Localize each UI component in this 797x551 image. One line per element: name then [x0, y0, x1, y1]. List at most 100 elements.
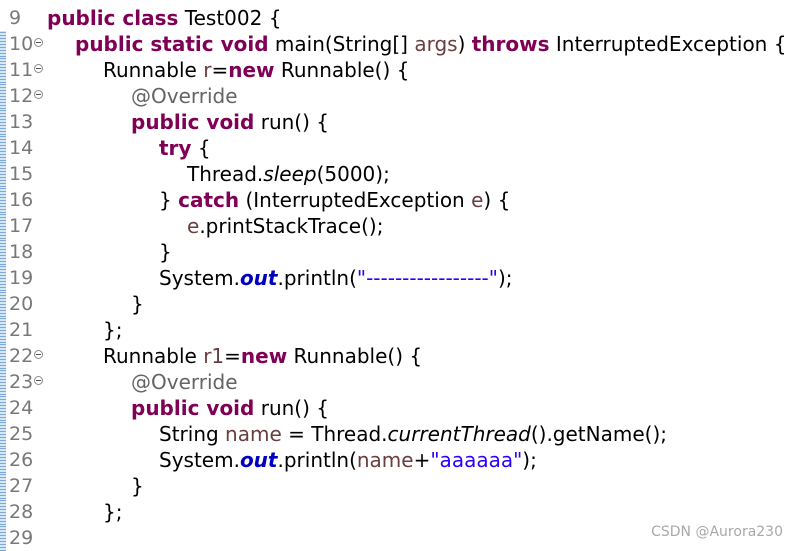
line-number: 26 — [9, 449, 34, 471]
line-number: 15 — [9, 163, 34, 185]
code-token: new — [228, 58, 275, 82]
code-line[interactable]: 28}; — [0, 499, 797, 525]
code-line[interactable]: 14 try { — [0, 135, 797, 161]
code-token: currentThread — [387, 422, 531, 446]
line-number: 10 — [9, 33, 34, 55]
change-marker — [0, 31, 6, 57]
code-token: public — [47, 6, 116, 30]
code-line[interactable]: 13 public void run() { — [0, 109, 797, 135]
code-token: public void — [131, 110, 255, 134]
code-token: r1 — [203, 344, 225, 368]
fold-toggle-icon[interactable] — [34, 350, 43, 359]
change-marker — [0, 57, 6, 83]
code-text: } — [131, 473, 144, 499]
code-token: args — [414, 32, 458, 56]
watermark: CSDN @Aurora230 — [651, 524, 783, 540]
code-line[interactable]: 23@Override — [0, 369, 797, 395]
code-token: main(String[] — [268, 32, 415, 56]
code-line[interactable]: 27} — [0, 473, 797, 499]
code-token: out — [239, 448, 278, 472]
code-line[interactable]: 29 — [0, 525, 797, 551]
fold-toggle-icon[interactable] — [34, 90, 43, 99]
code-token: ) — [457, 32, 472, 56]
code-token: = — [224, 344, 241, 368]
change-marker — [0, 83, 6, 109]
code-token: Test002 { — [178, 6, 282, 30]
code-token: e — [187, 214, 200, 238]
line-number: 27 — [9, 475, 34, 497]
fold-toggle-icon[interactable] — [34, 38, 43, 47]
code-line[interactable]: 21}; — [0, 317, 797, 343]
line-number: 11 — [9, 59, 34, 81]
code-line[interactable]: 20} — [0, 291, 797, 317]
code-token: } — [159, 240, 172, 264]
code-token: public static void — [75, 32, 269, 56]
code-token: run() { — [254, 110, 329, 134]
code-token: Thread. — [187, 162, 264, 186]
code-text: public static void main(String[] args) t… — [75, 31, 786, 57]
line-number: 17 — [9, 215, 34, 237]
change-marker — [0, 135, 6, 161]
code-token: e — [471, 188, 484, 212]
code-token: System. — [159, 266, 240, 290]
code-token: (InterruptedException — [239, 188, 472, 212]
code-line[interactable]: 18} — [0, 239, 797, 265]
line-number: 12 — [9, 85, 34, 107]
code-token: Runnable — [103, 58, 204, 82]
code-token: try — [159, 136, 192, 160]
code-text: public void run() { — [131, 395, 329, 421]
code-token: } — [131, 474, 144, 498]
change-marker — [0, 447, 6, 473]
code-text: Runnable r=new Runnable() { — [103, 57, 409, 83]
change-marker — [0, 525, 6, 551]
code-text: } catch (InterruptedException e) { — [159, 187, 510, 213]
code-token: Runnable — [103, 344, 204, 368]
code-text: } — [131, 291, 144, 317]
code-text: }; — [103, 317, 122, 343]
code-text: public void run() { — [131, 109, 329, 135]
code-token: } — [159, 188, 179, 212]
line-number: 16 — [9, 189, 34, 211]
code-text: @Override — [131, 369, 238, 395]
code-line[interactable]: 24 public void run() { — [0, 395, 797, 421]
code-token: @Override — [131, 84, 238, 108]
code-token: class — [115, 6, 179, 30]
code-token: }; — [103, 500, 123, 524]
change-marker — [0, 499, 6, 525]
line-number: 24 — [9, 397, 34, 419]
code-token: public void — [131, 396, 255, 420]
code-token: "aaaaaa" — [430, 448, 523, 472]
line-number: 13 — [9, 111, 34, 133]
code-line[interactable]: 16 } catch (InterruptedException e) { — [0, 187, 797, 213]
code-line[interactable]: 10 public static void main(String[] args)… — [0, 31, 797, 57]
line-number: 18 — [9, 241, 34, 263]
line-number: 14 — [9, 137, 34, 159]
line-number: 20 — [9, 293, 34, 315]
code-token: (5000); — [316, 162, 390, 186]
fold-toggle-icon[interactable] — [34, 64, 43, 73]
code-token: String — [159, 422, 226, 446]
code-line[interactable]: 11 Runnable r=new Runnable() { — [0, 57, 797, 83]
code-text: public class Test002 { — [47, 5, 281, 31]
change-marker — [0, 421, 6, 447]
code-token: }; — [103, 318, 123, 342]
code-token: = Thread. — [281, 422, 388, 446]
change-marker — [0, 369, 6, 395]
code-token: ); — [522, 448, 537, 472]
code-token: r — [203, 58, 212, 82]
fold-toggle-icon[interactable] — [34, 376, 43, 385]
code-token: = — [211, 58, 229, 82]
code-token: run() { — [254, 396, 329, 420]
change-marker — [0, 187, 6, 213]
code-text: try { — [159, 135, 211, 161]
code-line[interactable]: 12 @Override — [0, 83, 797, 109]
change-marker — [0, 473, 6, 499]
